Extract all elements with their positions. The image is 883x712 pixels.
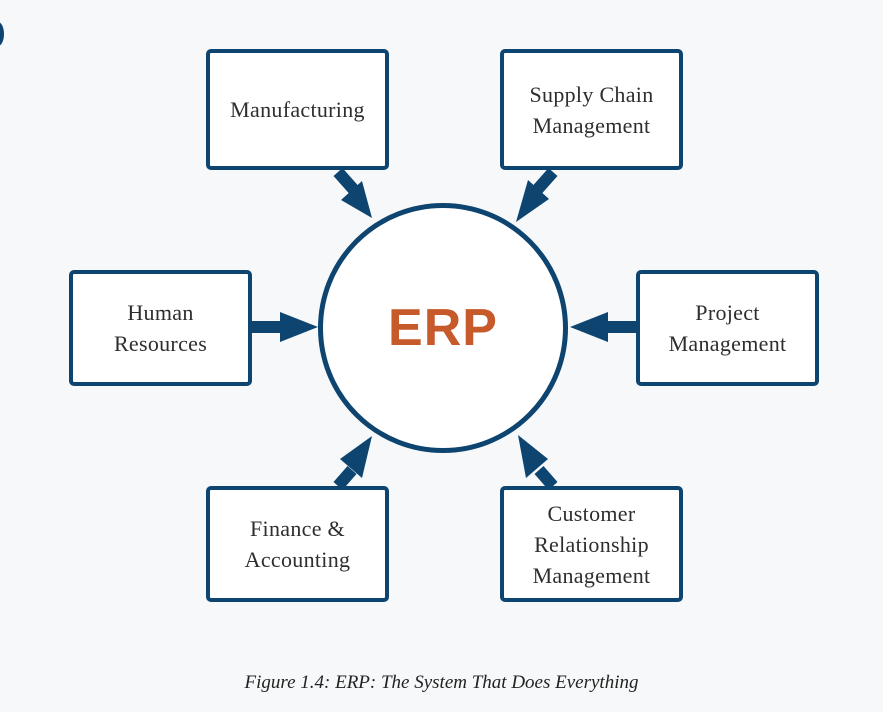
module-box-project-management: Project Management — [636, 270, 819, 386]
page-edge-marker — [0, 22, 4, 46]
module-label-finance: Finance & Accounting — [244, 516, 351, 572]
erp-center-circle: ERP — [318, 203, 568, 453]
module-box-manufacturing: Manufacturing — [206, 49, 389, 170]
module-box-crm: Customer Relationship Management — [500, 486, 683, 602]
arrow-finance — [333, 436, 372, 490]
arrow-crm — [518, 435, 558, 490]
arrow-project-management — [570, 312, 636, 342]
module-label-supply-chain: Supply Chain Management — [529, 81, 654, 138]
module-label-project-management: Project Management — [668, 300, 787, 356]
module-box-human-resources: Human Resources — [69, 270, 252, 386]
erp-center-label: ERP — [388, 299, 498, 357]
arrow-supply-chain — [516, 168, 558, 222]
module-label-manufacturing: Manufacturing — [230, 97, 365, 122]
arrow-manufacturing — [333, 168, 372, 218]
arrow-human-resources — [252, 312, 318, 342]
figure-caption: Figure 1.4: ERP: The System That Does Ev… — [244, 672, 639, 693]
module-label-crm: Customer Relationship Management — [532, 500, 651, 588]
module-box-finance: Finance & Accounting — [206, 486, 389, 602]
module-box-supply-chain: Supply Chain Management — [500, 49, 683, 170]
module-label-human-resources: Human Resources — [113, 300, 208, 356]
